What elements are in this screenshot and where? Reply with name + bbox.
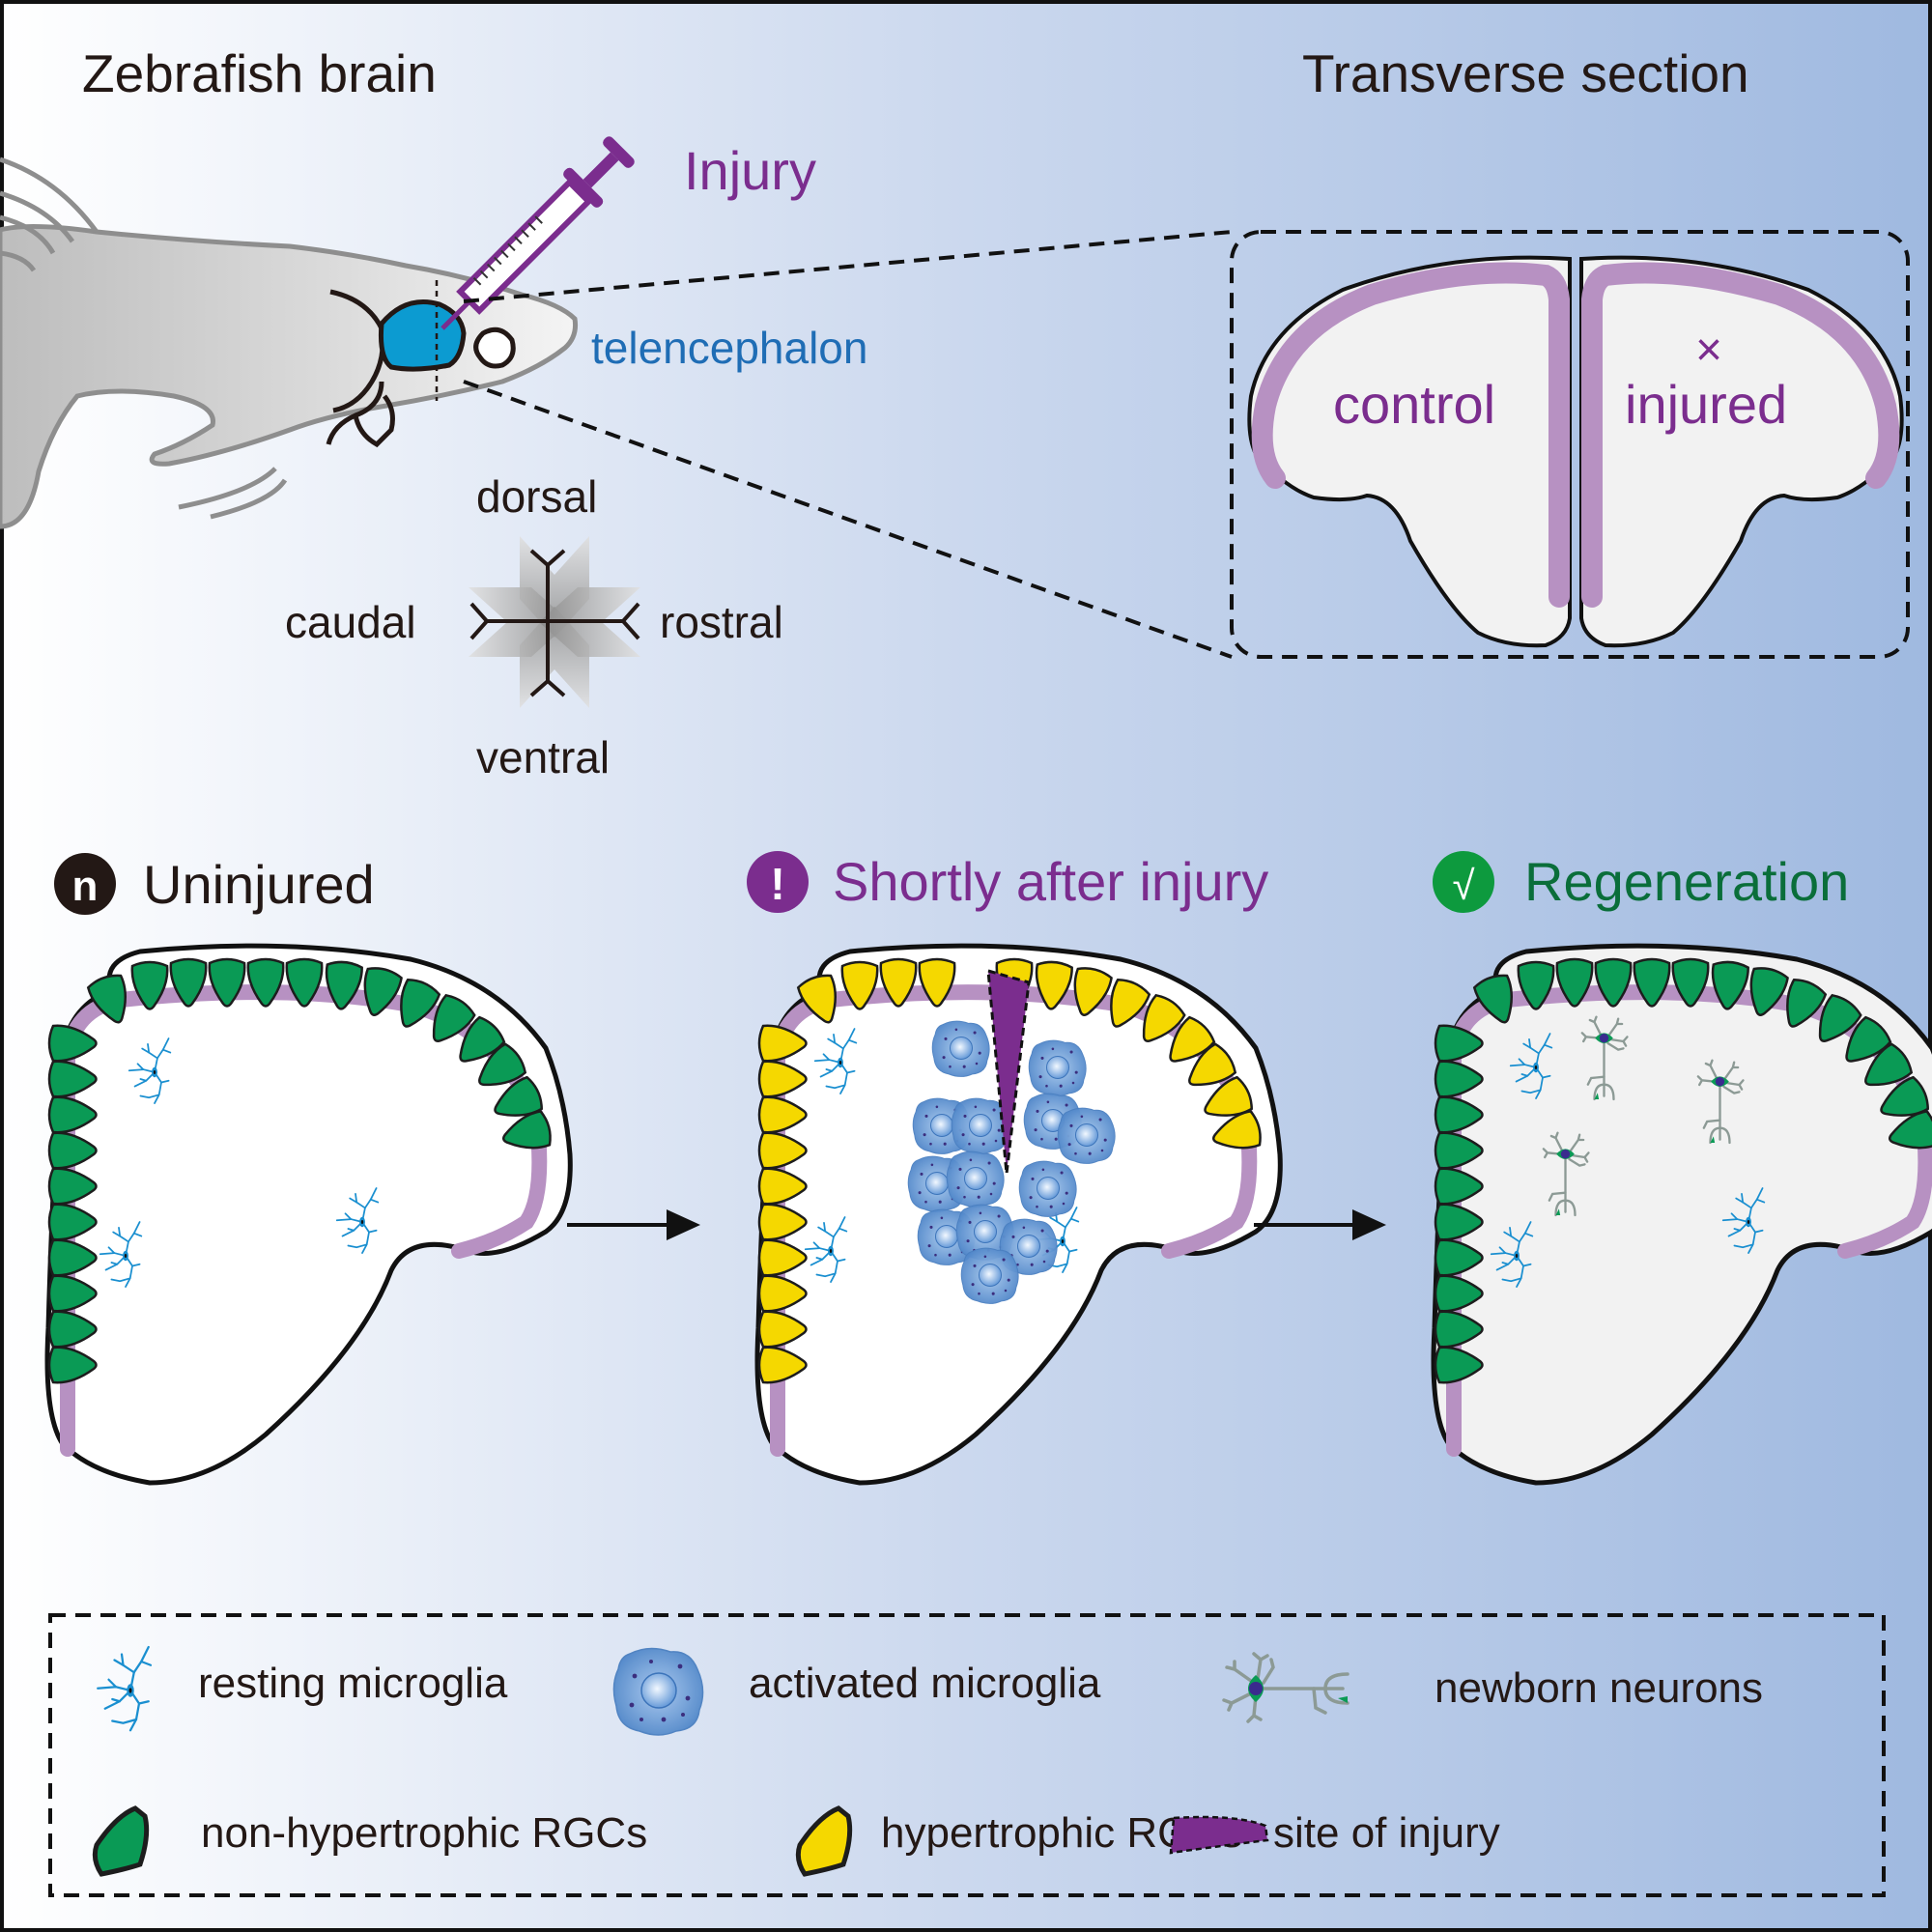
ventricular-zone-injured [1581, 262, 1900, 608]
hemisphere-injured [1579, 255, 1904, 648]
transverse-section-frame [1230, 230, 1910, 659]
activated-microglia [946, 1151, 1005, 1208]
injury-mark: × [1695, 325, 1722, 376]
legend: resting microglia activated microglia ne… [92, 1645, 1763, 1877]
progression-arrow-1 [567, 1209, 700, 1240]
activated-microglia-icon [612, 1647, 704, 1736]
activated-microglia [960, 1247, 1019, 1304]
control-label: control [1333, 374, 1495, 435]
legend-item-activated-microglia: activated microglia [612, 1647, 1101, 1736]
shortly-after-injury-title: Shortly after injury [833, 851, 1268, 912]
legend-frame [48, 1613, 1886, 1897]
activated-microglia [1057, 1107, 1116, 1164]
panel-header-shortly-after-injury: ! Shortly after injury [747, 851, 1268, 913]
injured-label: injured [1625, 374, 1787, 435]
legend-item-resting-microglia: resting microglia [96, 1645, 508, 1732]
legend-label: non-hypertrophic RGCs [201, 1809, 647, 1857]
injury-site [986, 968, 1031, 1175]
zoom-lines [463, 230, 1233, 659]
compass-label-ventral: ventral [476, 732, 610, 782]
transverse-section-diagram: control injured × [1247, 255, 1904, 648]
fish-pectoral-fin [178, 467, 288, 520]
panel-uninjured [47, 946, 570, 1483]
regeneration-title: Regeneration [1524, 851, 1849, 912]
hypertrophic-rgc-icon [795, 1805, 853, 1877]
compass-label-dorsal: dorsal [476, 471, 597, 522]
injury-label: Injury [684, 140, 816, 201]
check-badge-glyph: √ [1452, 863, 1475, 908]
compass-label-caudal: caudal [285, 597, 416, 647]
zebrafish-illustration [0, 156, 578, 529]
ventricular-zone-control [1251, 262, 1570, 608]
uninjured-title: Uninjured [143, 854, 375, 915]
activated-microglia [1018, 1160, 1077, 1217]
orientation-compass: dorsal ventral caudal rostral [285, 471, 783, 782]
check-badge-icon [1433, 851, 1494, 913]
panel-regeneration [1434, 946, 1932, 1483]
title-transverse-section: Transverse section [1302, 43, 1749, 103]
injury-site-icon [1169, 1815, 1269, 1855]
panel-header-uninjured: n Uninjured [54, 853, 375, 915]
telencephalon-label: telencephalon [591, 323, 867, 373]
panel-shortly-after-injury [757, 946, 1280, 1483]
uninjured-badge-icon [54, 853, 116, 915]
alert-badge-glyph: ! [770, 859, 784, 909]
title-zebrafish-brain: Zebrafish brain [82, 43, 437, 103]
non-hypertrophic-rgc-icon [92, 1805, 150, 1877]
hemisphere-control [1247, 255, 1572, 648]
panel-header-regeneration: √ Regeneration [1433, 851, 1849, 913]
compass-label-rostral: rostral [660, 597, 783, 647]
telencephalon-highlight [379, 299, 467, 372]
alert-badge-icon [747, 851, 809, 913]
activated-microglia [931, 1020, 990, 1077]
panels-layer [47, 946, 1932, 1483]
uninjured-badge-glyph: n [72, 863, 99, 910]
legend-label: site of injury [1273, 1809, 1500, 1857]
fish-dorsal-fin [0, 156, 99, 272]
legend-item-non-hypertrophic-rgc: non-hypertrophic RGCs [92, 1805, 647, 1877]
legend-label: resting microglia [198, 1660, 508, 1707]
legend-label: newborn neurons [1435, 1664, 1763, 1712]
progression-arrow-2 [1254, 1209, 1386, 1240]
olfactory-bulb [473, 327, 516, 369]
legend-label: activated microglia [749, 1660, 1101, 1707]
legend-item-site-of-injury: site of injury [1169, 1809, 1500, 1857]
activated-microglia [1028, 1039, 1087, 1096]
